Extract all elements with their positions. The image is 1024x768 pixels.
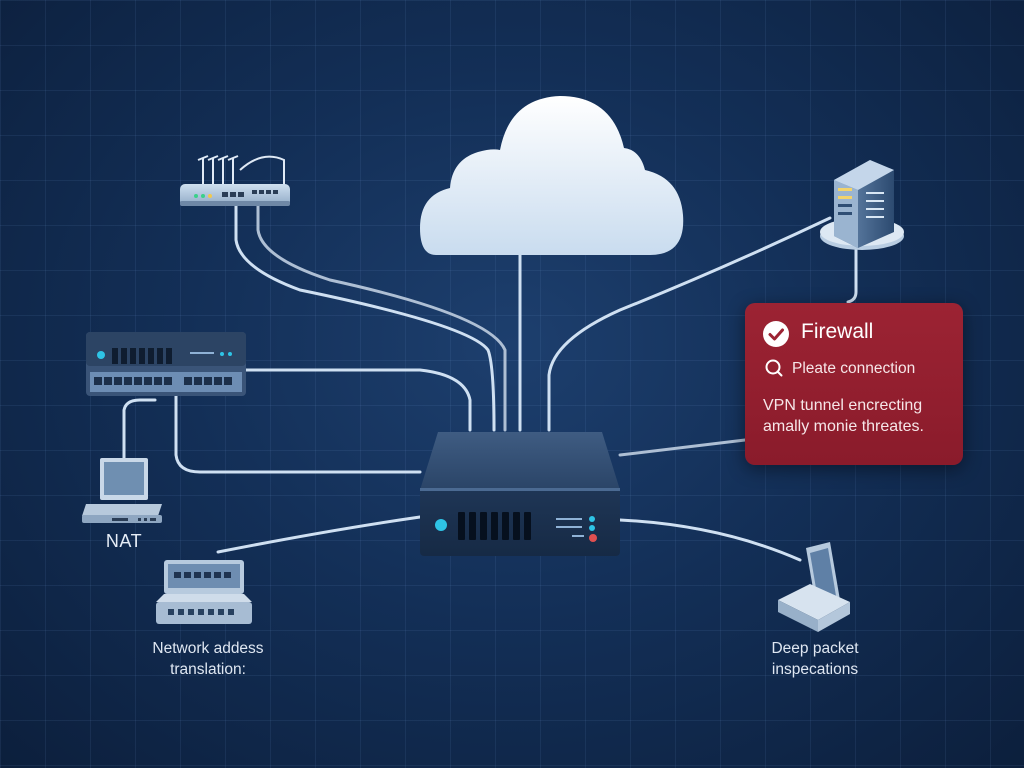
firewall-card-line1: Pleate connection <box>792 360 916 377</box>
nat-description-line2: translation: <box>170 661 246 678</box>
firewall-card-line2b: amally monie threates. <box>763 418 924 435</box>
wire-laptop-to-switch <box>122 398 157 460</box>
cloud-icon <box>420 96 684 255</box>
wire-hub-to-workstation <box>618 518 802 562</box>
dpi-description-line1: Deep packet <box>771 640 859 657</box>
wire-server-to-hub <box>547 216 832 432</box>
wire-router-to-hub <box>234 203 496 432</box>
connection-wires <box>122 203 858 562</box>
nat-description-line1: Network addess <box>152 640 264 657</box>
check-icon <box>763 321 789 347</box>
firewall-appliance-icon <box>420 432 620 556</box>
workstation-icon <box>778 542 850 632</box>
search-icon <box>765 359 783 377</box>
switch-icon <box>86 332 246 396</box>
firewall-card-title: Firewall <box>801 320 874 343</box>
server-icon <box>820 160 904 250</box>
dpi-description: Deep packet inspecations <box>735 638 895 680</box>
wire-switch-to-hub <box>243 368 472 432</box>
nat-label: NAT <box>105 531 143 551</box>
laptop-icon <box>82 458 162 523</box>
wire-router-to-hub-2 <box>256 203 507 432</box>
wire-switch-to-hub-bottom <box>174 393 422 474</box>
firewall-card-body: VPN tunnel encrecting amally monie threa… <box>763 395 953 437</box>
dpi-description-line2: inspecations <box>771 661 859 678</box>
wire-server-to-card <box>846 248 858 304</box>
firewall-card-line2a: VPN tunnel encrecting <box>763 397 923 414</box>
wire-card-to-hub <box>618 438 747 457</box>
wire-hub-to-ap <box>216 515 422 554</box>
firewall-card: Firewall Pleate connection VPN tunnel en… <box>745 303 963 465</box>
access-point-icon <box>156 560 252 624</box>
nat-description: Network addess translation: <box>128 638 288 680</box>
router-icon <box>180 155 290 206</box>
